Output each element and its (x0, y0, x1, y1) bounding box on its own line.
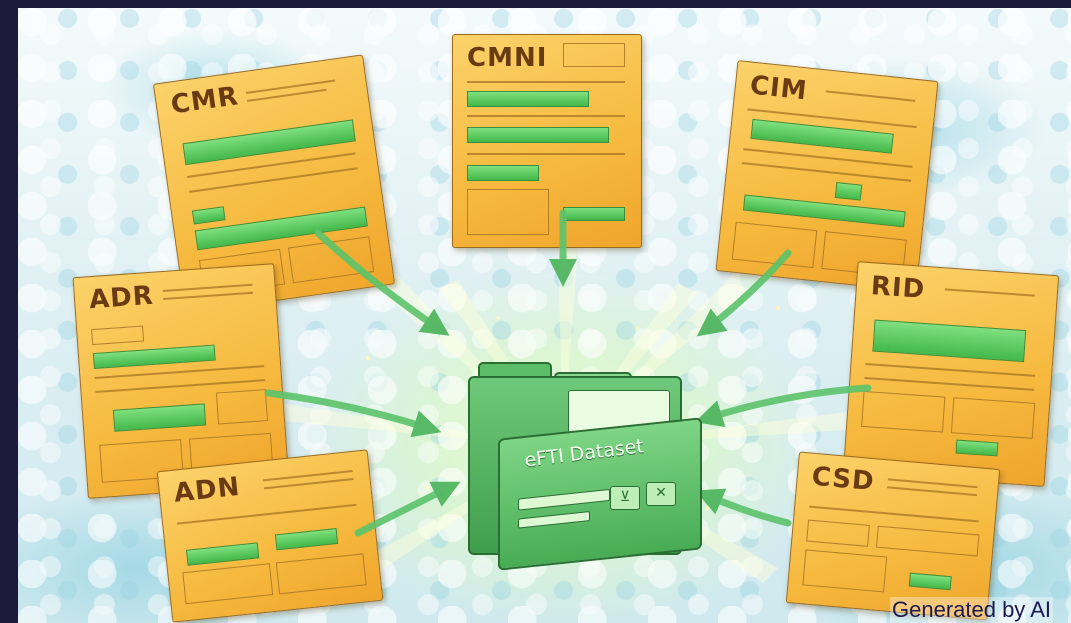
arrow-rid-icon (694, 384, 872, 428)
dataset-action-button-2: ✕ (646, 482, 676, 506)
document-code: CMNI (467, 43, 548, 73)
generated-by-ai-badge: Generated by AI (890, 597, 1053, 623)
illustration-frame: CMR CMNI CIM ADR (18, 8, 1071, 623)
document-cmni: CMNI (452, 34, 642, 248)
dataset-action-button-1: ⊻ (610, 486, 640, 510)
arrow-cmr-icon (314, 229, 450, 336)
efti-dataset-folder: eFTI Dataset ⊻ ✕ (458, 358, 703, 571)
arrow-csd-icon (695, 488, 792, 527)
flow-arrows (264, 209, 872, 537)
arrow-adn-icon (354, 481, 461, 537)
arrow-adr-icon (264, 389, 442, 438)
arrow-cim-icon (696, 249, 792, 337)
